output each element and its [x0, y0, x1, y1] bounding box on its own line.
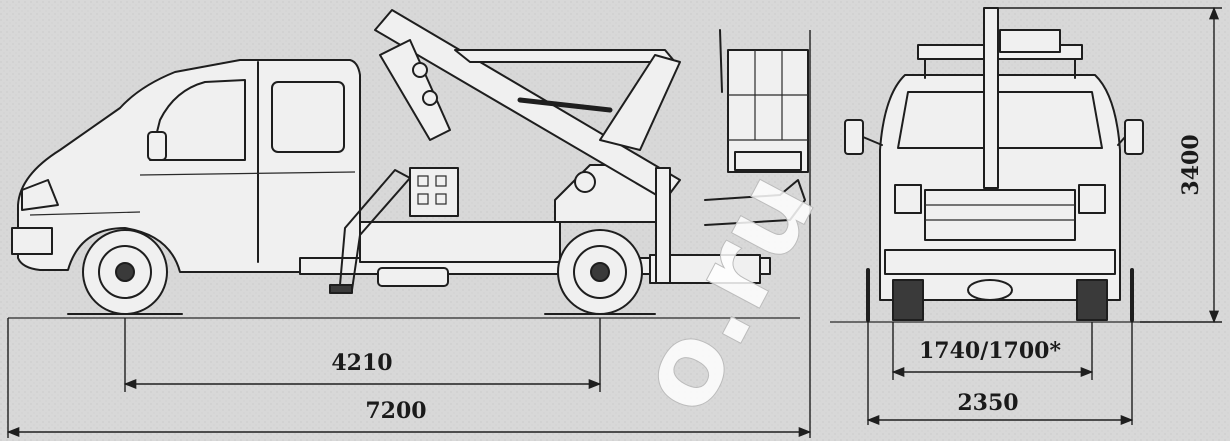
front-wheel	[82, 229, 168, 315]
overall-length-label: 7200	[365, 398, 426, 424]
side-mirror	[147, 131, 167, 161]
boom-link-arm	[599, 54, 681, 151]
mast-head	[999, 29, 1061, 53]
front-view-truck	[830, 7, 1150, 323]
right-front-tyre	[1076, 279, 1108, 321]
rear-wheel	[557, 229, 643, 315]
turret-pivot	[574, 171, 596, 193]
right-headlight	[1078, 184, 1106, 214]
hydraulic-cylinder	[517, 97, 613, 113]
boom-base-link	[379, 39, 451, 141]
front-bumper-front-view	[884, 249, 1116, 275]
fuel-tank	[377, 267, 449, 287]
front-crease	[29, 211, 141, 216]
right-mirror	[1124, 119, 1144, 155]
control-panel-box	[409, 167, 459, 217]
front-outrigger-pad	[329, 284, 353, 294]
windshield	[897, 91, 1103, 149]
headlight	[21, 179, 59, 211]
grille	[924, 189, 1076, 241]
upper-boom	[454, 49, 676, 63]
left-headlight	[894, 184, 922, 214]
boom-mast-front	[983, 7, 999, 189]
side-view-truck	[8, 9, 809, 319]
dimension-lines	[6, 6, 1222, 438]
rear-support-column	[655, 167, 671, 284]
overall-height-label: 3400	[1178, 134, 1204, 195]
rear-door-window	[271, 81, 345, 153]
left-front-tyre	[892, 279, 924, 321]
left-mirror	[844, 119, 864, 155]
track-width-label: 1740/1700*	[919, 338, 1061, 364]
basket-bracket	[704, 179, 806, 226]
front-outrigger-arm	[339, 169, 411, 291]
basket-rail-post	[719, 29, 723, 93]
wheelbase-label: 4210	[331, 350, 392, 376]
main-boom	[374, 9, 681, 201]
body-crease	[139, 171, 356, 176]
equipment-compartment	[359, 221, 561, 263]
front-door-window	[149, 79, 246, 161]
axle-differential	[967, 279, 1013, 301]
front-bumper	[11, 227, 53, 255]
overall-width-label: 2350	[957, 390, 1018, 416]
